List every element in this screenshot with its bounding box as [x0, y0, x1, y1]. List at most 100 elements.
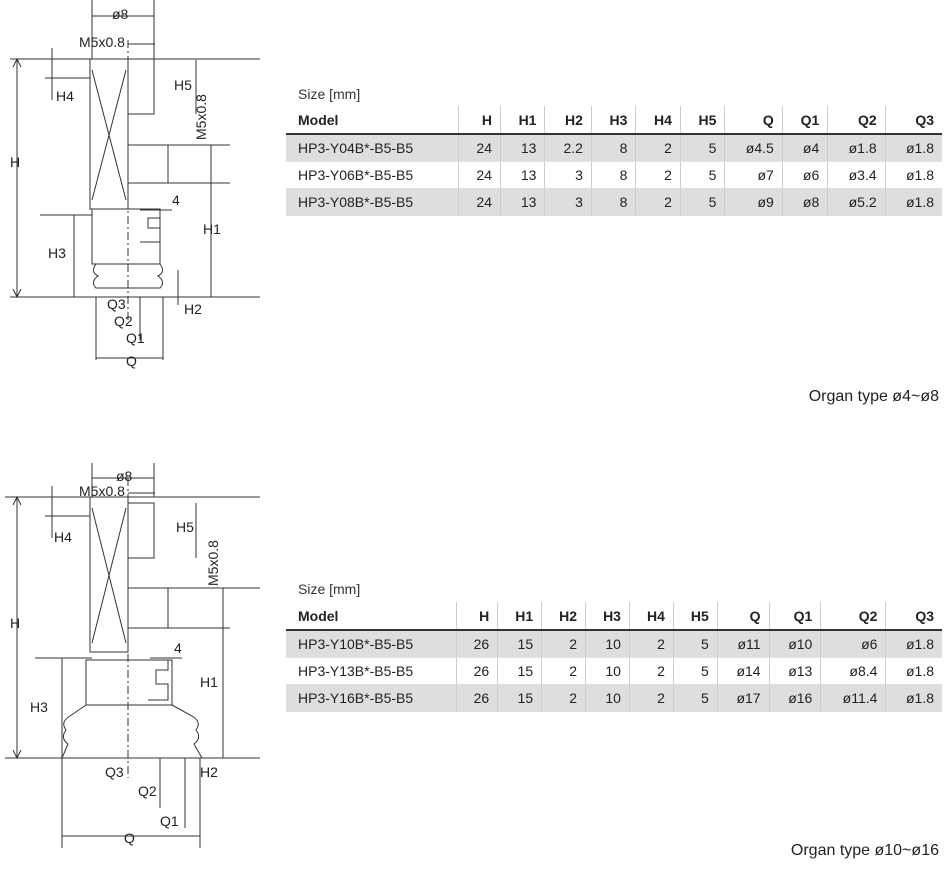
dim-thread: M5x0.8 [79, 483, 125, 499]
col-header: H1 [497, 602, 542, 631]
cell: 5 [672, 684, 718, 712]
cell: 2 [541, 630, 586, 658]
cell: ø9 [724, 188, 783, 216]
dimension-drawing: ø8 M5x0.8 H4 H5 M5x0.8 H 4 H1 H3 Q3 H2 Q… [5, 463, 260, 848]
col-header: H [458, 106, 501, 135]
spec-table: Model H H1 H2 H3 H4 H5 Q Q1 Q2 Q3 HP3-Y0… [286, 106, 942, 216]
cell: 5 [672, 657, 718, 685]
dim-q: Q [124, 830, 135, 846]
cell: 2 [628, 657, 674, 685]
cell: ø6 [820, 630, 886, 658]
cell: 8 [590, 188, 636, 216]
dim-thread: M5x0.8 [79, 34, 125, 50]
cell: ø1.8 [885, 657, 942, 685]
cell: 5 [679, 134, 725, 162]
dim-q2: Q2 [114, 313, 133, 329]
cell: ø5.2 [827, 188, 886, 216]
cell: 26 [456, 630, 498, 658]
col-header: Q3 [885, 602, 942, 631]
col-header: H3 [585, 602, 630, 631]
dim-diameter: ø8 [112, 6, 129, 22]
cell: ø11 [716, 630, 770, 658]
section-organ-small: ø8 M5x0.8 H4 H5 M5x0.8 H 4 H1 H3 Q3 H2 Q… [0, 0, 945, 430]
cell: ø3.4 [827, 161, 886, 189]
col-header: H [456, 602, 498, 631]
cell: 2 [635, 134, 681, 162]
cell: 13 [499, 161, 545, 189]
cell: ø1.8 [885, 684, 942, 712]
cell: 5 [679, 188, 725, 216]
cell: ø1.8 [884, 134, 942, 162]
col-header: Q [716, 602, 770, 631]
col-header: Model [286, 602, 457, 631]
dim-h1: H1 [200, 674, 218, 690]
cell: ø13 [768, 657, 821, 685]
dim-h3: H3 [30, 699, 48, 715]
col-header: H2 [541, 602, 586, 631]
dim-q3: Q3 [105, 764, 124, 780]
cell: ø4.5 [724, 134, 783, 162]
size-unit-label: Size [mm] [298, 581, 361, 597]
cell: ø4 [781, 134, 828, 162]
cell: 5 [679, 161, 725, 189]
cell: ø6 [781, 161, 828, 189]
cell: 13 [499, 134, 545, 162]
cell: 15 [497, 684, 542, 712]
table-row: HP3-Y13B*-B5-B5 26 15 2 10 2 5 ø14 ø13 ø… [286, 657, 942, 685]
col-header: H3 [590, 106, 636, 135]
cell: 26 [456, 684, 498, 712]
cell-model: HP3-Y16B*-B5-B5 [286, 684, 457, 712]
col-header: H5 [679, 106, 725, 135]
cell: ø11.4 [820, 684, 886, 712]
dim-four: 4 [172, 192, 180, 208]
dim-four: 4 [174, 640, 182, 656]
dimension-drawing: ø8 M5x0.8 H4 H5 M5x0.8 H 4 H1 H3 Q3 H2 Q… [10, 0, 260, 369]
cell: 15 [497, 657, 542, 685]
table-row: HP3-Y10B*-B5-B5 26 15 2 10 2 5 ø11 ø10 ø… [286, 630, 942, 658]
spec-table: Model H H1 H2 H3 H4 H5 Q Q1 Q2 Q3 HP3-Y1… [286, 602, 942, 712]
cell: 13 [499, 188, 545, 216]
cell: 2 [541, 657, 586, 685]
cell: 15 [497, 630, 542, 658]
cell: 8 [590, 161, 636, 189]
dim-q2: Q2 [138, 783, 157, 799]
dim-h5: H5 [174, 77, 192, 93]
table-row: HP3-Y04B*-B5-B5 24 13 2.2 8 2 5 ø4.5 ø4 … [286, 134, 942, 162]
cell: ø8 [781, 188, 828, 216]
cell-model: HP3-Y13B*-B5-B5 [286, 657, 457, 685]
section-caption: Organ type ø4~ø8 [808, 388, 939, 405]
col-header: Q3 [884, 106, 942, 135]
cell: 2 [628, 684, 674, 712]
dim-thread-vertical: M5x0.8 [205, 540, 221, 586]
cell: 2 [628, 630, 674, 658]
cell: 5 [672, 630, 718, 658]
col-header: Model [286, 106, 459, 135]
cell: ø14 [716, 657, 770, 685]
dim-h4: H4 [56, 88, 74, 104]
cell: ø1.8 [884, 188, 942, 216]
cell: 2.2 [544, 134, 592, 162]
cell: ø10 [768, 630, 821, 658]
dim-h5: H5 [176, 519, 194, 535]
dim-thread-vertical: M5x0.8 [193, 94, 209, 140]
section-caption: Organ type ø10~ø16 [790, 842, 939, 859]
cell: 10 [585, 657, 630, 685]
cell: 2 [635, 161, 681, 189]
col-header: H1 [499, 106, 545, 135]
dim-q1: Q1 [160, 813, 179, 829]
cell-model: HP3-Y10B*-B5-B5 [286, 630, 457, 658]
col-header: Q [724, 106, 783, 135]
cell-model: HP3-Y08B*-B5-B5 [286, 188, 459, 216]
col-header: H4 [628, 602, 674, 631]
dim-q1: Q1 [126, 330, 145, 346]
dim-h2: H2 [184, 301, 202, 317]
dim-h3: H3 [48, 245, 66, 261]
cell: ø16 [768, 684, 821, 712]
cell: ø1.8 [884, 161, 942, 189]
col-header: Q1 [781, 106, 828, 135]
col-header: H5 [672, 602, 718, 631]
cell-model: HP3-Y06B*-B5-B5 [286, 161, 459, 189]
cell: 3 [544, 188, 592, 216]
table-header-row: Model H H1 H2 H3 H4 H5 Q Q1 Q2 Q3 [286, 106, 942, 135]
col-header: Q2 [827, 106, 886, 135]
